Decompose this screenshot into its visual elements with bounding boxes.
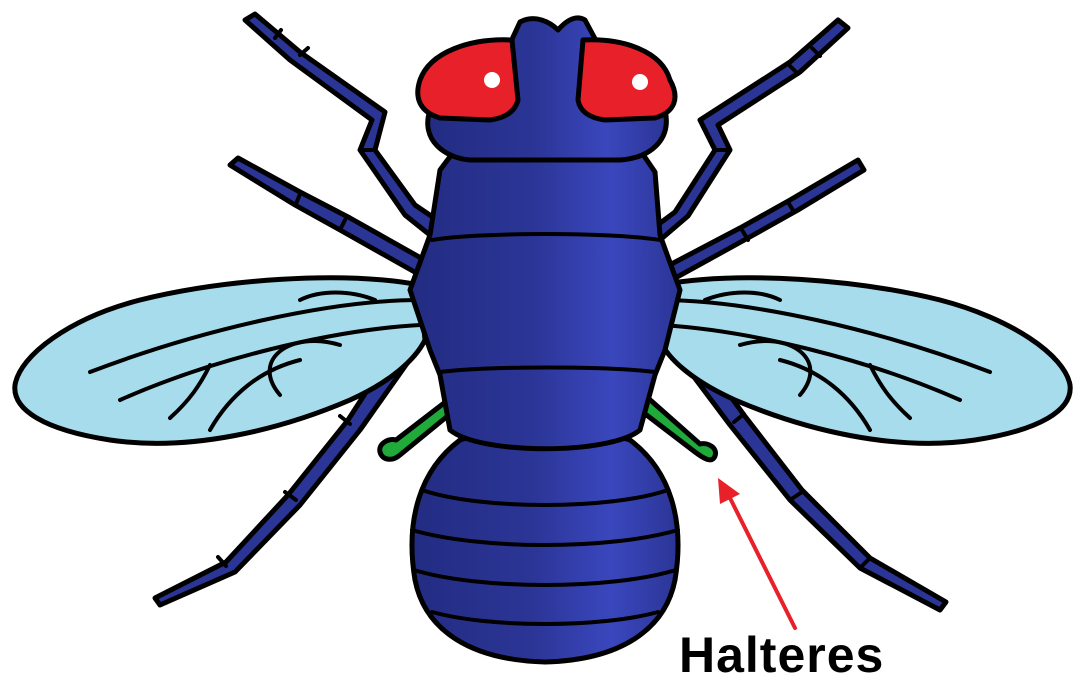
thorax bbox=[410, 150, 680, 449]
label-arrow bbox=[718, 478, 795, 628]
haltere-right bbox=[640, 398, 716, 460]
leg-front-right bbox=[648, 20, 848, 240]
eye-highlight bbox=[632, 74, 648, 90]
eye-right bbox=[578, 40, 675, 120]
leg-front-left bbox=[245, 14, 440, 235]
wing-right bbox=[660, 278, 1070, 444]
halteres-label: Halteres bbox=[679, 624, 939, 686]
abdomen bbox=[412, 433, 678, 663]
leg-middle-left bbox=[230, 158, 428, 275]
head bbox=[418, 18, 675, 160]
eye-left bbox=[418, 40, 518, 120]
leg-middle-right bbox=[660, 160, 864, 282]
eye-highlight bbox=[484, 72, 500, 88]
